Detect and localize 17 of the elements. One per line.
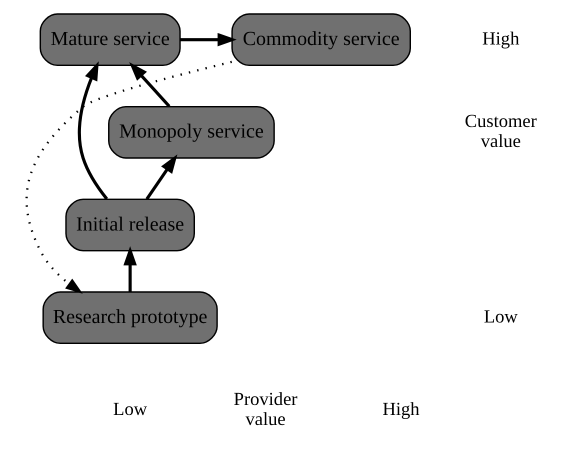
arrow	[180, 32, 237, 46]
label: High	[482, 28, 520, 50]
node-box: Commodity service	[231, 13, 411, 66]
label: High	[382, 399, 420, 420]
arrow	[26, 60, 232, 294]
node-box: Mature service	[40, 13, 181, 66]
node-box: Research prototype	[42, 291, 218, 344]
arrow	[129, 62, 170, 108]
node-box: Initial release	[65, 198, 195, 252]
arrow	[146, 154, 178, 200]
label: Customer value	[464, 111, 537, 152]
label: Low	[484, 306, 518, 328]
label: Provider value	[234, 389, 298, 430]
arrow	[123, 246, 137, 292]
arrow	[78, 61, 108, 200]
label: Low	[113, 399, 148, 420]
node-box: Monopoly service	[108, 106, 275, 159]
